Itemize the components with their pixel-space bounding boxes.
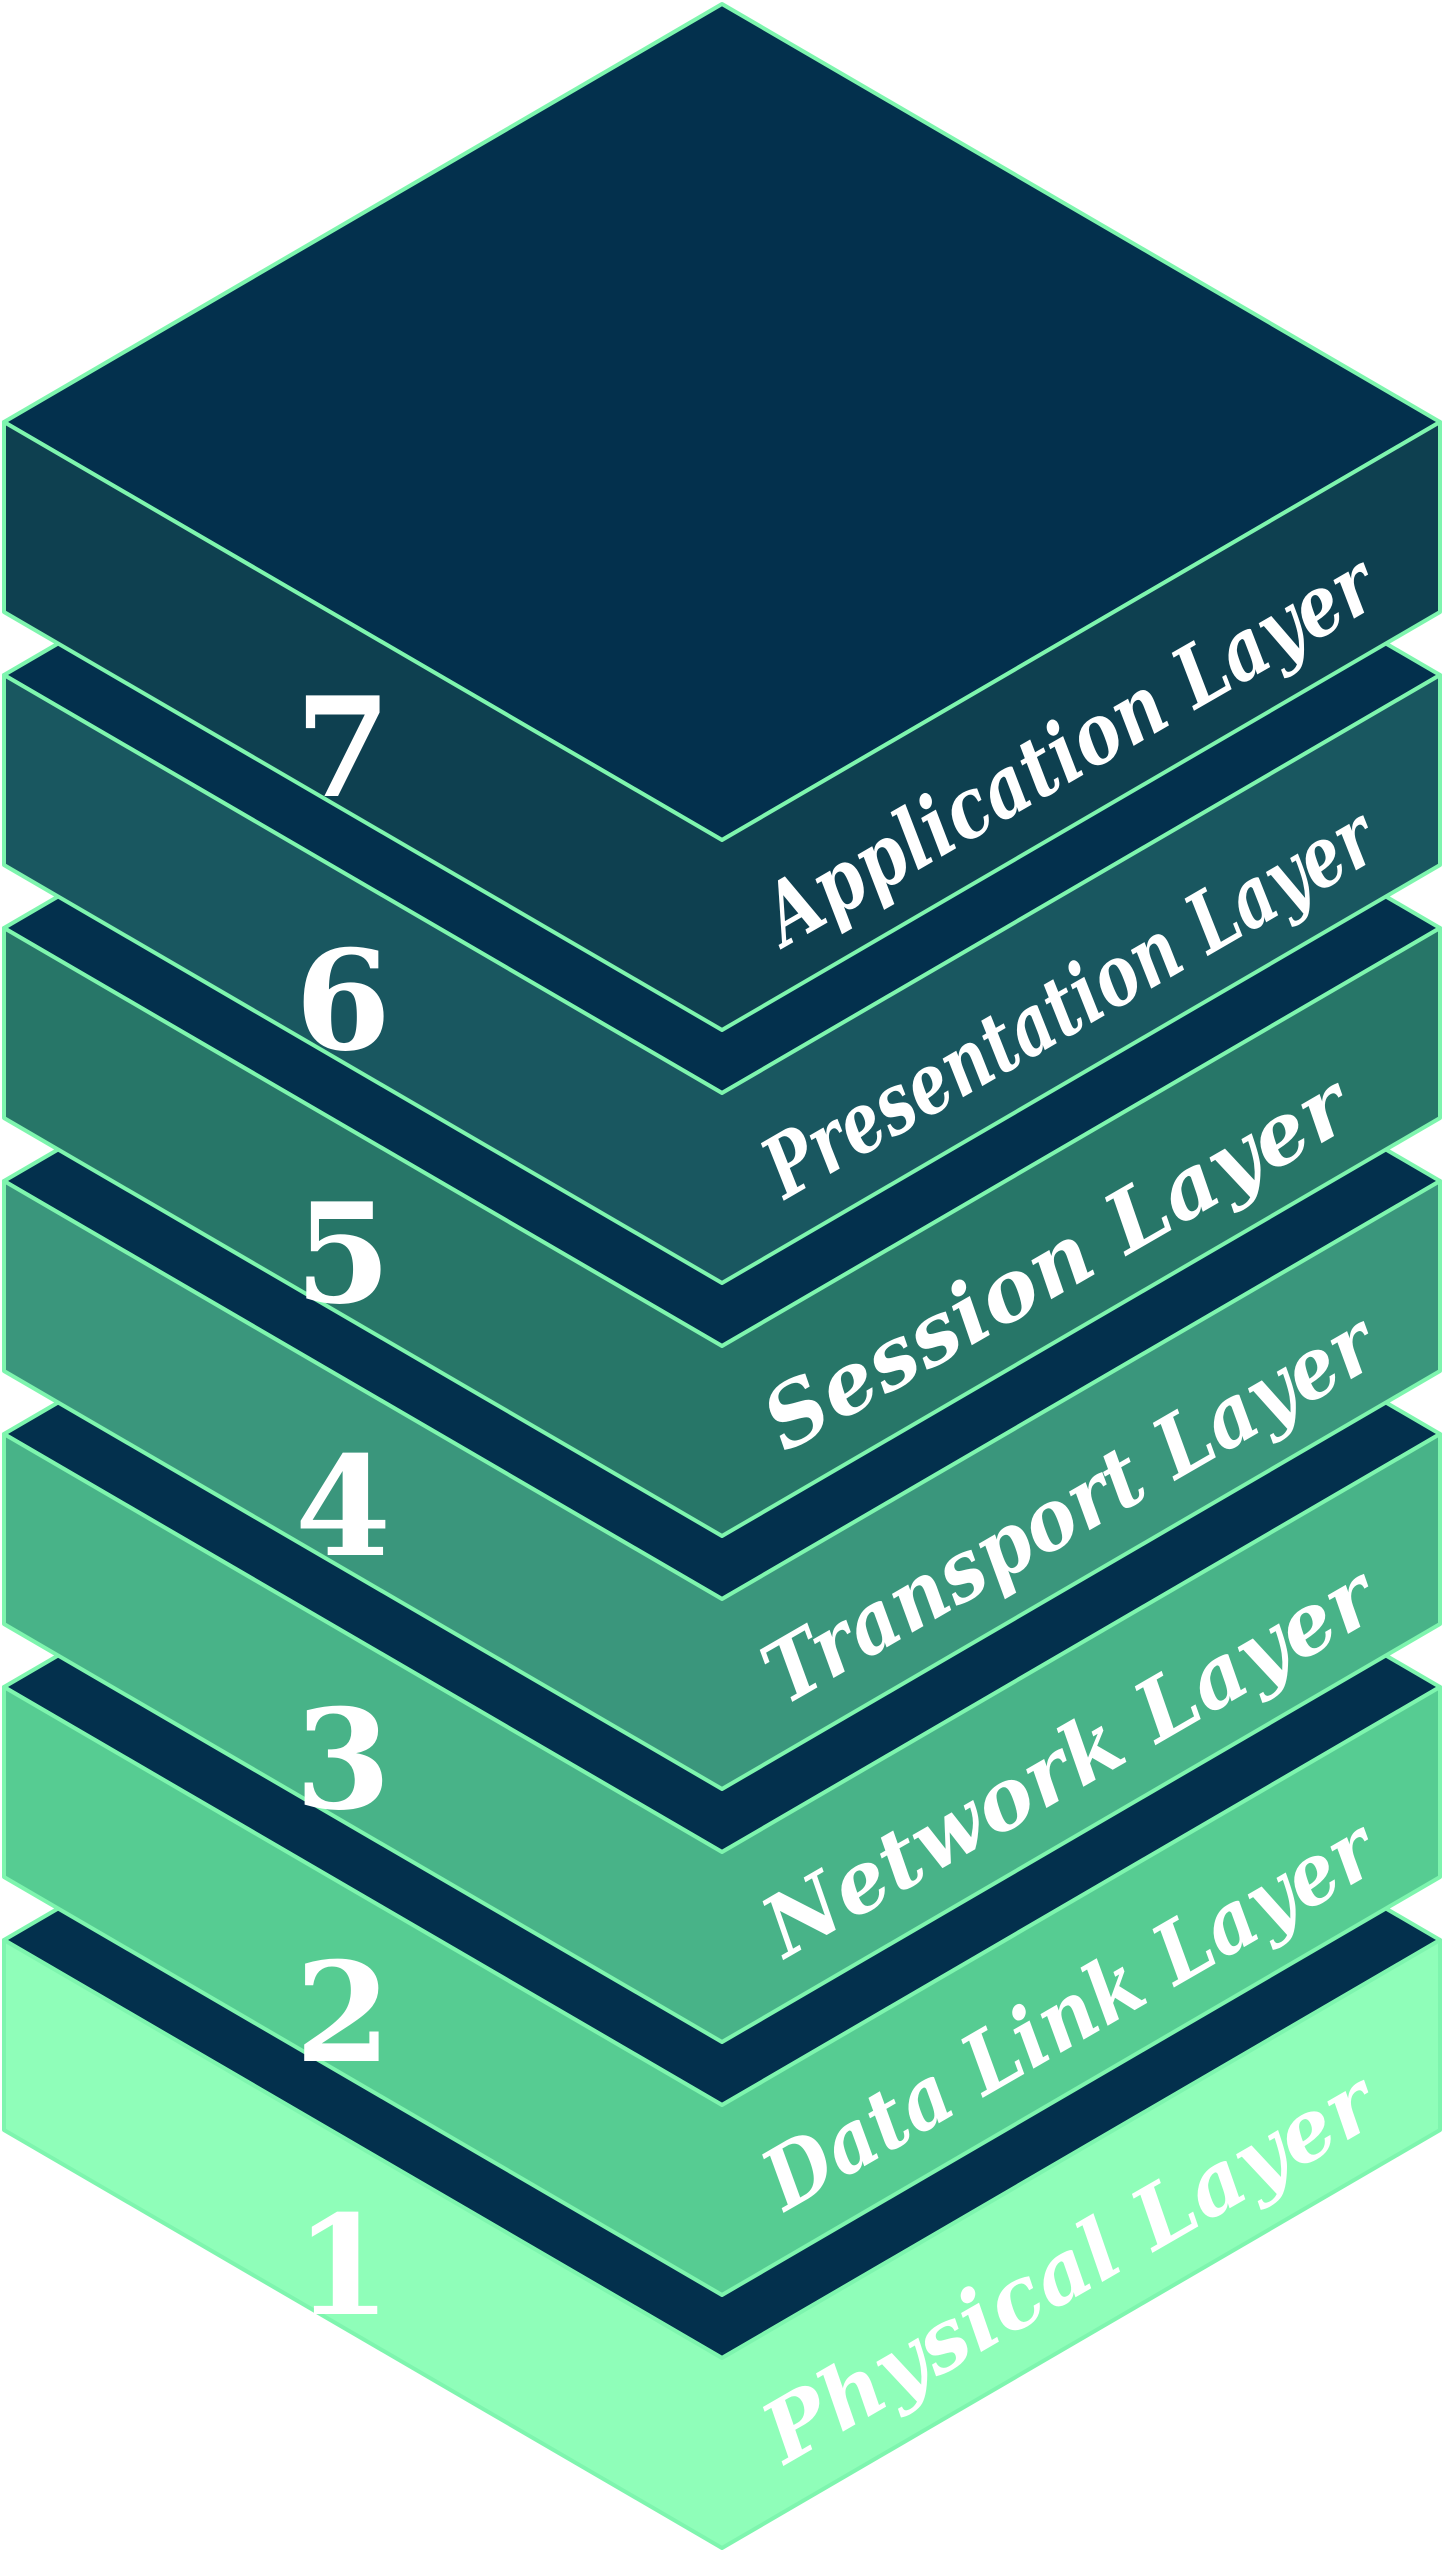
layer-number: 6 bbox=[295, 919, 391, 1082]
layer-number: 4 bbox=[295, 1425, 391, 1588]
presentation-layer-side-face bbox=[2, 673, 1442, 1285]
data-link-layer-side-face bbox=[2, 1685, 1442, 2297]
transport-layer-side-face bbox=[2, 1179, 1442, 1791]
layer-number: 3 bbox=[295, 1678, 391, 1841]
session-layer-side-face bbox=[2, 926, 1442, 1538]
layer-number: 1 bbox=[295, 2184, 391, 2347]
application-layer-side-face bbox=[2, 420, 1442, 1032]
layer-number: 7 bbox=[295, 666, 391, 829]
layer-number: 5 bbox=[295, 1172, 391, 1335]
physical-layer-side-face bbox=[2, 1938, 1442, 2550]
network-layer-side-face bbox=[2, 1432, 1442, 2044]
layer-number: 2 bbox=[295, 1931, 391, 2094]
